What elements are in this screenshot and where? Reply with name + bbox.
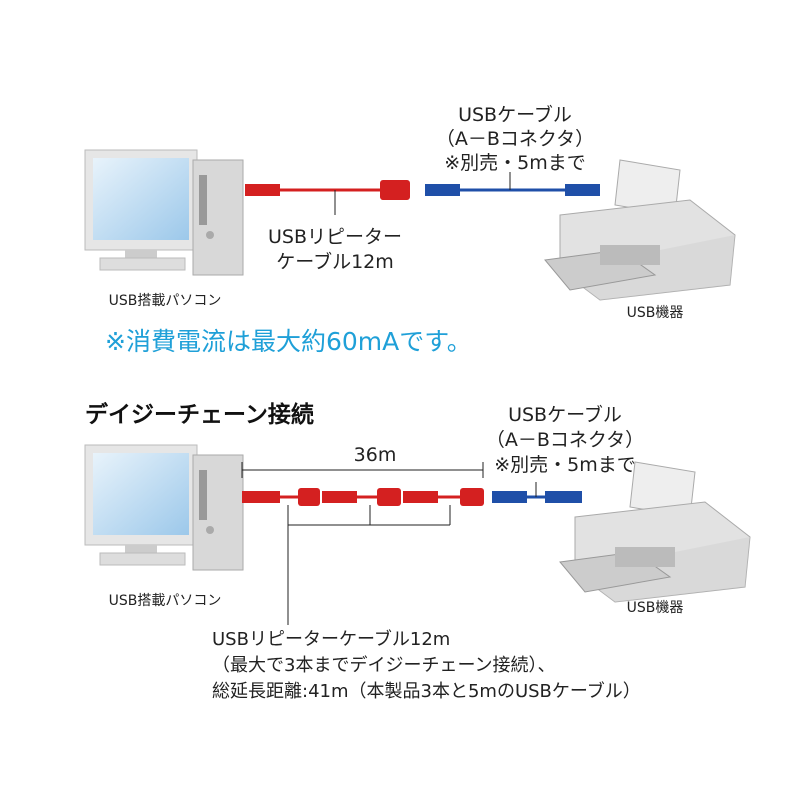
desc-line1: USBリピーターケーブル12m [212, 629, 451, 650]
repeater-chain [242, 488, 484, 506]
callout-bracket [287, 505, 451, 625]
repeater-cable [245, 180, 410, 215]
power-note: ※消費電流は最大約60mAです。 [105, 327, 472, 356]
section-heading: デイジーチェーン接続 [85, 402, 314, 428]
desc-line2: （最大で3本までデイジーチェーン接続）、 [212, 655, 556, 676]
repeater-label-line2: ケーブル12m [276, 251, 394, 273]
desc-line3: 総延長距離:41m（本製品3本と5mのUSBケーブル） [212, 681, 641, 702]
usb-cable [425, 172, 600, 196]
usb-cable-note: ※別売・5mまで [494, 454, 636, 476]
usb-cable-connector: （A－Bコネクタ） [485, 429, 645, 451]
usb-cable-note: ※別売・5mまで [444, 152, 586, 174]
usb-cable-title: USBケーブル [458, 104, 572, 126]
usb-cable-connector: （A－Bコネクタ） [435, 128, 595, 150]
repeater-label-line1: USBリピーター [267, 226, 403, 248]
pc-label: USB搭載パソコン [108, 293, 222, 309]
pc-icon [84, 444, 244, 571]
usb-cable-title: USBケーブル [508, 404, 622, 426]
printer-icon [559, 461, 751, 603]
device-label: USB機器 [626, 305, 684, 321]
pc-icon [84, 149, 244, 276]
length-dimension [241, 462, 484, 478]
printer-icon [544, 159, 736, 301]
length-label: 36m [353, 444, 397, 466]
pc-label: USB搭載パソコン [108, 593, 222, 609]
usb-cable [492, 482, 582, 503]
device-label: USB機器 [626, 600, 684, 616]
